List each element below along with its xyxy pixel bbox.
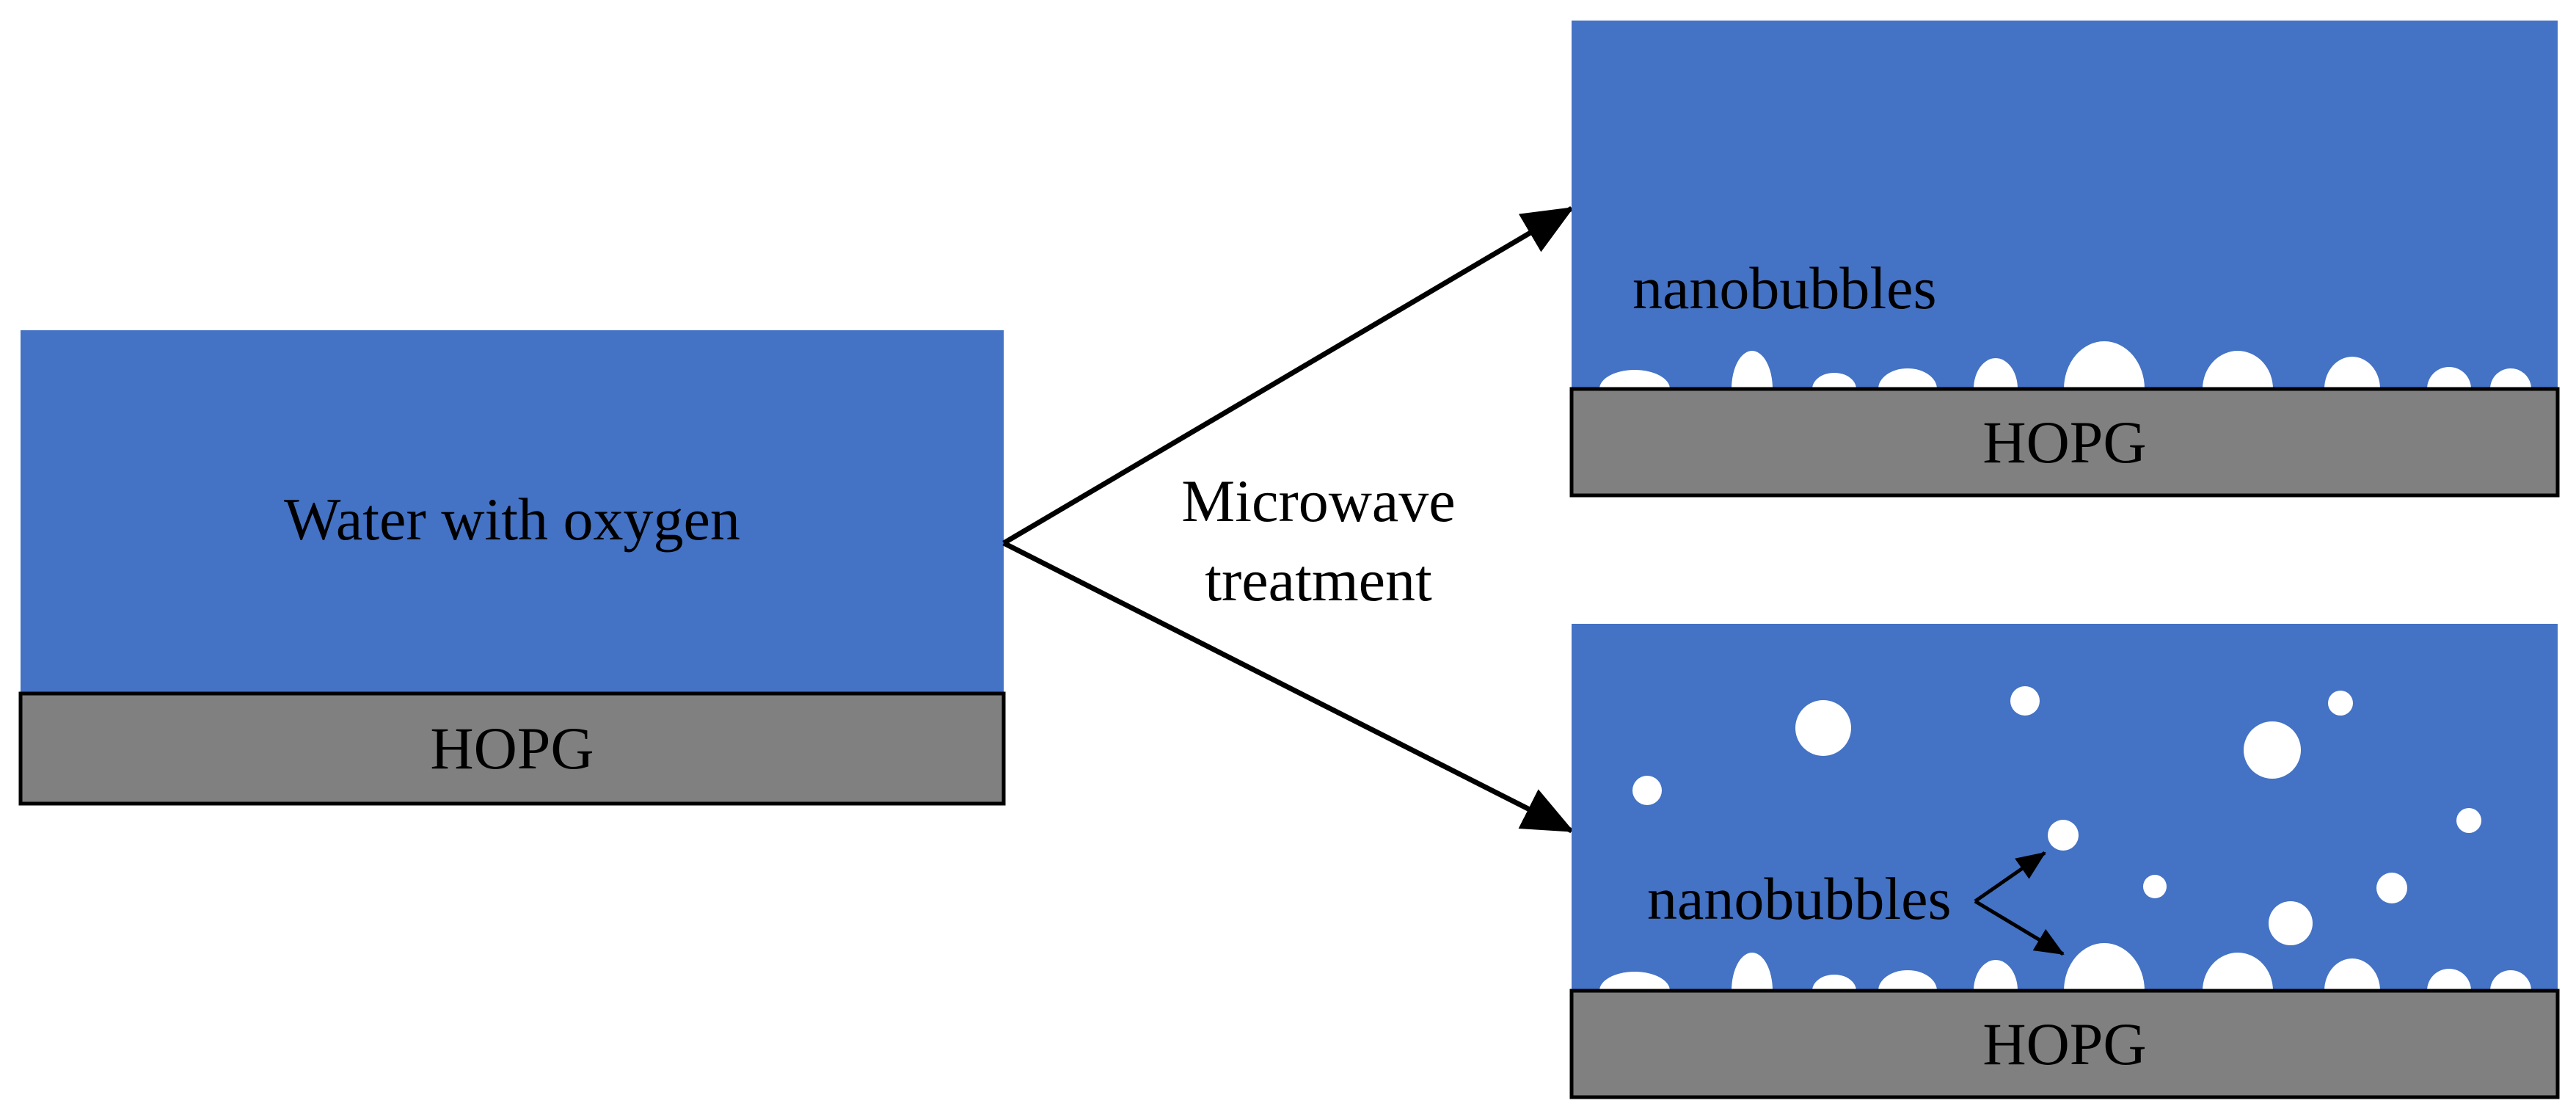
left-panel: Water with oxygen HOPG <box>18 330 1006 806</box>
bulk-bubble <box>2456 808 2481 833</box>
hopg-label: HOPG <box>430 715 594 782</box>
hopg-label: HOPG <box>1982 1011 2146 1077</box>
bulk-nanobubbles <box>1632 686 2481 945</box>
arrow-to-bottom-panel <box>1002 540 1575 834</box>
hopg-substrate <box>18 691 1006 806</box>
bulk-bubble <box>1795 700 1851 756</box>
nanobubbles-label: nanobubbles <box>1647 865 1951 932</box>
water-layer <box>1572 624 2558 991</box>
hopg-substrate <box>1569 387 2560 498</box>
bottom-right-panel: nanobubbles HOPG <box>1569 624 2560 1099</box>
nanobubbles-label: nanobubbles <box>1632 255 1936 321</box>
bulk-bubble <box>2143 875 2167 898</box>
bulk-bubble <box>2328 691 2353 716</box>
process-label-line2: treatment <box>1205 547 1432 614</box>
water-layer <box>1572 21 2558 389</box>
arrow-to-top-panel <box>1002 205 1575 546</box>
water-label: Water with oxygen <box>284 486 740 553</box>
top-right-panel: nanobubbles HOPG <box>1569 21 2560 498</box>
pointer-arrow-to-bulk-bubble <box>1974 851 2046 903</box>
bulk-bubble <box>2244 721 2301 779</box>
bulk-bubble <box>2269 901 2313 945</box>
pointer-arrow-to-surface-bubble <box>1974 899 2065 956</box>
process-label-line1: Microwave <box>1181 467 1455 534</box>
process-arrows: Microwave treatment <box>1002 205 1575 834</box>
water-layer <box>21 330 1004 694</box>
bulk-bubble <box>2010 686 2040 716</box>
bulk-bubble <box>2048 820 2079 851</box>
hopg-substrate <box>1569 989 2560 1099</box>
bulk-bubble <box>2376 873 2407 903</box>
bulk-bubble <box>1632 776 1662 805</box>
hopg-label: HOPG <box>1982 409 2146 476</box>
